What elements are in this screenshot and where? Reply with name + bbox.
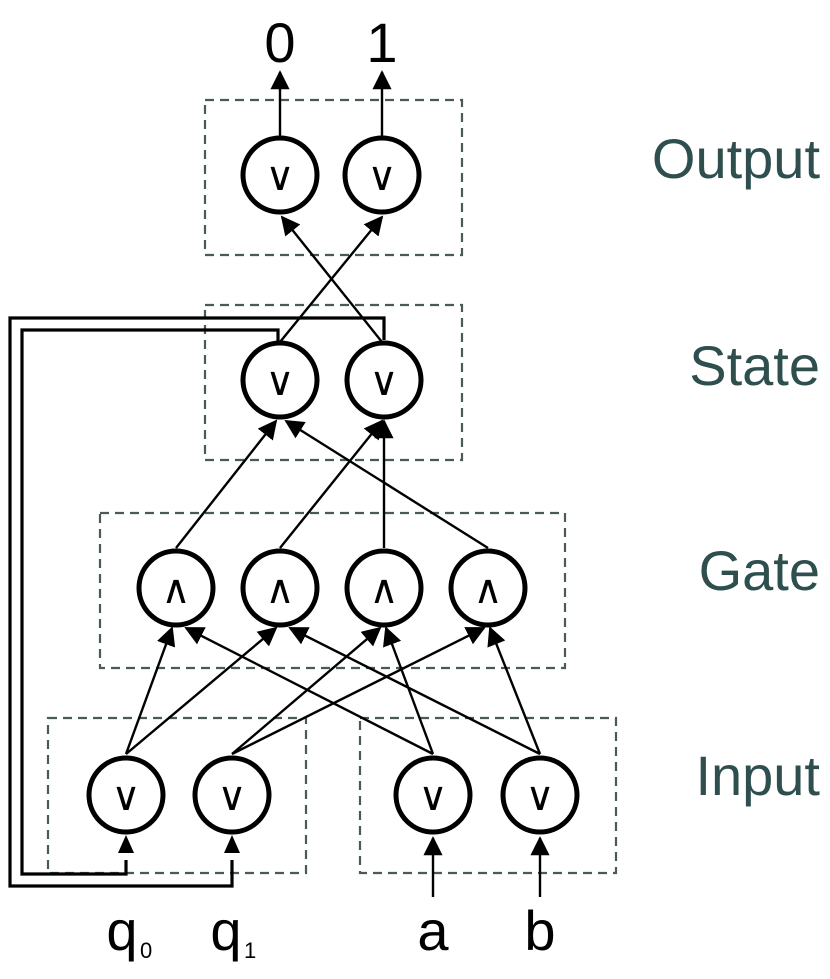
and-symbol: ∧ xyxy=(265,567,294,613)
input-node-q0: ∨ xyxy=(86,755,166,835)
output-label-1: 1 xyxy=(366,11,397,74)
or-symbol: ∨ xyxy=(111,774,140,820)
and-symbol: ∧ xyxy=(473,567,502,613)
input-node-b: ∨ xyxy=(500,755,580,835)
input-label-b: b xyxy=(524,899,555,962)
layer-label-state: State xyxy=(689,334,820,397)
or-symbol: ∨ xyxy=(369,359,398,405)
or-symbol: ∨ xyxy=(265,154,294,200)
gate-node-1: ∧ xyxy=(136,548,216,628)
wire-a-gate1 xyxy=(184,626,434,756)
wire-b-gate2 xyxy=(288,626,541,756)
input-node-q1: ∨ xyxy=(192,755,272,835)
input-node-a: ∨ xyxy=(393,755,473,835)
wire-gate4-state0 xyxy=(284,419,489,550)
or-symbol: ∨ xyxy=(525,774,554,820)
input-label-q1: q xyxy=(210,899,241,962)
feedback-loop-q1 xyxy=(8,316,386,888)
state-node-0: ∨ xyxy=(240,340,320,420)
output-layer-box xyxy=(203,98,464,257)
or-symbol: ∨ xyxy=(418,774,447,820)
input-label-q0-sub: 0 xyxy=(140,938,152,963)
gate-node-4: ∧ xyxy=(448,548,528,628)
and-symbol: ∧ xyxy=(369,567,398,613)
output-node-0: ∨ xyxy=(240,135,320,215)
state-layer-box xyxy=(203,303,464,462)
arrowhead-q0 xyxy=(118,835,134,853)
wire-a-gate3 xyxy=(383,626,435,755)
wire-gate1-state0 xyxy=(175,419,278,549)
wire-q0-gate1 xyxy=(124,626,176,755)
wire-b-gate4 xyxy=(487,626,542,755)
wire-q1-gate3 xyxy=(231,626,382,755)
input-label-a: a xyxy=(417,899,449,962)
or-symbol: ∨ xyxy=(265,359,294,405)
input-label-q0: q xyxy=(106,899,137,962)
layer-label-input: Input xyxy=(695,744,820,807)
input-label-q1-sub: 1 xyxy=(244,938,256,963)
input-symbol-box xyxy=(358,716,618,875)
layer-label-output: Output xyxy=(652,127,821,190)
or-symbol: ∨ xyxy=(217,774,246,820)
and-symbol: ∧ xyxy=(161,567,190,613)
feedback-loop-q0 xyxy=(20,328,280,876)
or-symbol: ∨ xyxy=(367,154,396,200)
layer-label-gate: Gate xyxy=(699,539,820,602)
gate-layer-box xyxy=(98,511,567,670)
output-label-0: 0 xyxy=(264,11,295,74)
input-state-box xyxy=(46,716,308,875)
wire-q0-gate2 xyxy=(125,626,278,755)
state-node-1: ∨ xyxy=(344,340,424,420)
gate-node-2: ∧ xyxy=(240,548,320,628)
wire-gate2-state1 xyxy=(279,419,384,549)
output-node-1: ∨ xyxy=(342,135,422,215)
wire-state1-out0 xyxy=(280,215,383,343)
wire-q1-gate4 xyxy=(231,626,486,756)
arrowhead-q1 xyxy=(224,835,240,853)
gate-node-3: ∧ xyxy=(344,548,424,628)
